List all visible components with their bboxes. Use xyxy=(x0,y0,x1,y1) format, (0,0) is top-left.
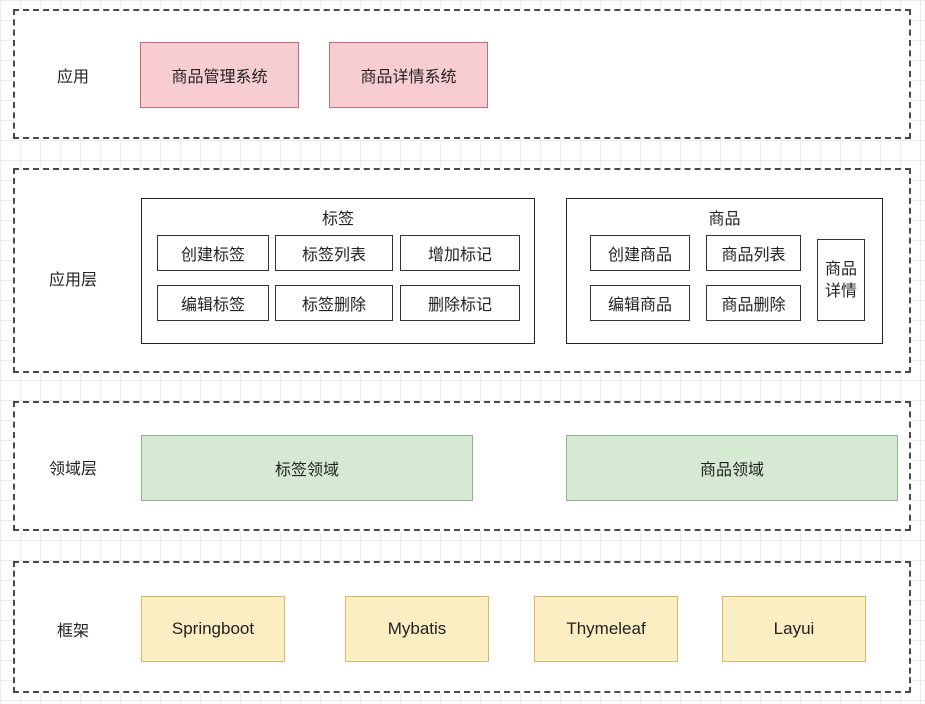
delete-mark-box: 删除标记 xyxy=(400,285,520,321)
tag-list-box: 标签列表 xyxy=(275,235,393,271)
tag-group-title: 标签 xyxy=(321,209,354,228)
application-layer: 应用 商品管理系统 商品详情系统 xyxy=(13,9,911,139)
domain-layer: 领域层 标签领域 商品领域 xyxy=(13,401,911,531)
add-mark-box: 增加标记 xyxy=(400,235,520,271)
edit-product-box: 编辑商品 xyxy=(590,285,690,321)
framework-layer-label: 框架 xyxy=(57,621,90,640)
tag-domain-box: 标签领域 xyxy=(141,435,473,501)
app-service-layer-label: 应用层 xyxy=(49,270,98,289)
product-detail-line1: 商品 xyxy=(824,259,857,278)
app-service-layer: 应用层 标签 创建标签 标签列表 增加标记 编辑标签 标签删除 删除标记 商品 … xyxy=(13,168,911,373)
tag-service-group: 标签 创建标签 标签列表 增加标记 编辑标签 标签删除 删除标记 xyxy=(141,198,535,344)
framework-layer: 框架 Springboot Mybatis Thymeleaf Layui xyxy=(13,561,911,693)
product-management-system-box: 商品管理系统 xyxy=(140,42,299,108)
mybatis-box: Mybatis xyxy=(345,596,489,662)
application-layer-label: 应用 xyxy=(57,67,90,86)
product-detail-box: 商品 详情 xyxy=(817,239,865,321)
product-list-box: 商品列表 xyxy=(706,235,801,271)
delete-product-box: 商品删除 xyxy=(706,285,801,321)
delete-tag-box: 标签删除 xyxy=(275,285,393,321)
product-group-title: 商品 xyxy=(708,209,741,228)
create-product-box: 创建商品 xyxy=(590,235,690,271)
domain-layer-label: 领域层 xyxy=(49,459,98,478)
thymeleaf-box: Thymeleaf xyxy=(534,596,678,662)
layui-box: Layui xyxy=(722,596,866,662)
product-detail-line2: 详情 xyxy=(824,281,857,300)
product-service-group: 商品 创建商品 商品列表 编辑商品 商品删除 商品 详情 xyxy=(566,198,883,344)
create-tag-box: 创建标签 xyxy=(157,235,269,271)
product-detail-system-box: 商品详情系统 xyxy=(329,42,488,108)
product-domain-box: 商品领域 xyxy=(566,435,898,501)
edit-tag-box: 编辑标签 xyxy=(157,285,269,321)
springboot-box: Springboot xyxy=(141,596,285,662)
